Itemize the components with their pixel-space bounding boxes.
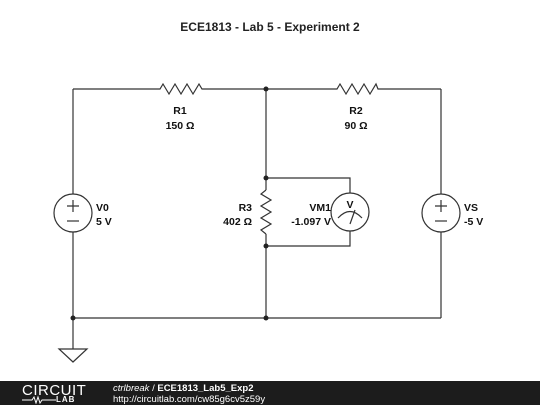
- r3-name: R3: [239, 202, 253, 214]
- voltmeter-needle-icon: [349, 209, 356, 225]
- r1-value: 150 Ω: [166, 120, 195, 132]
- voltmeter-arc-icon: [337, 210, 363, 219]
- source-vs-plus-icon: [435, 200, 447, 212]
- voltmeter-vm1: [330, 192, 370, 232]
- resistor-r2: [333, 82, 380, 96]
- circuitlab-logo[interactable]: CIRCUIT LAB: [22, 382, 97, 404]
- page-title: ECE1813 - Lab 5 - Experiment 2: [180, 20, 360, 34]
- vs-name: VS: [464, 202, 478, 214]
- voltage-source-v0: [53, 193, 93, 233]
- logo-lab-text: LAB: [56, 395, 76, 404]
- logo-circuit-text: CIRCUIT: [22, 382, 87, 399]
- wire-meter-loop: [266, 177, 351, 247]
- v0-name: V0: [96, 202, 109, 214]
- project-url-link[interactable]: http://circuitlab.com/cw85g6cv5z59y: [113, 394, 266, 405]
- v0-value: 5 V: [96, 216, 112, 228]
- vm1-value: -1.097 V: [291, 216, 331, 228]
- r2-value: 90 Ω: [344, 120, 367, 132]
- path-separator: /: [149, 383, 158, 394]
- vs-value: -5 V: [464, 216, 483, 228]
- resistor-r3: [259, 189, 273, 235]
- resistor-r1: [155, 82, 205, 96]
- project-name[interactable]: ECE1813_Lab5_Exp2: [157, 383, 254, 394]
- r3-value: 402 Ω: [223, 216, 252, 228]
- r2-name: R2: [349, 105, 363, 117]
- logo-wire-icon: [22, 395, 56, 404]
- junction-r3-top: [263, 175, 269, 181]
- source-v0-plus-icon: [67, 200, 79, 212]
- r1-name: R1: [173, 105, 187, 117]
- junction-top: [263, 86, 269, 92]
- author-link[interactable]: ctrlbreak: [113, 383, 150, 394]
- ground-icon: [57, 348, 89, 363]
- voltage-source-vs: [421, 193, 461, 233]
- author-project-line: ctrlbreak / ECE1813_Lab5_Exp2: [113, 383, 253, 394]
- junction-ground: [70, 315, 76, 321]
- footer-bar: CIRCUIT LAB ctrlbreak / ECE1813_Lab5_Exp…: [0, 381, 540, 405]
- junction-bottom-mid: [263, 315, 269, 321]
- vm1-name: VM1: [309, 202, 331, 214]
- junction-r3-bottom: [263, 243, 269, 249]
- voltmeter-symbol: V: [346, 199, 353, 211]
